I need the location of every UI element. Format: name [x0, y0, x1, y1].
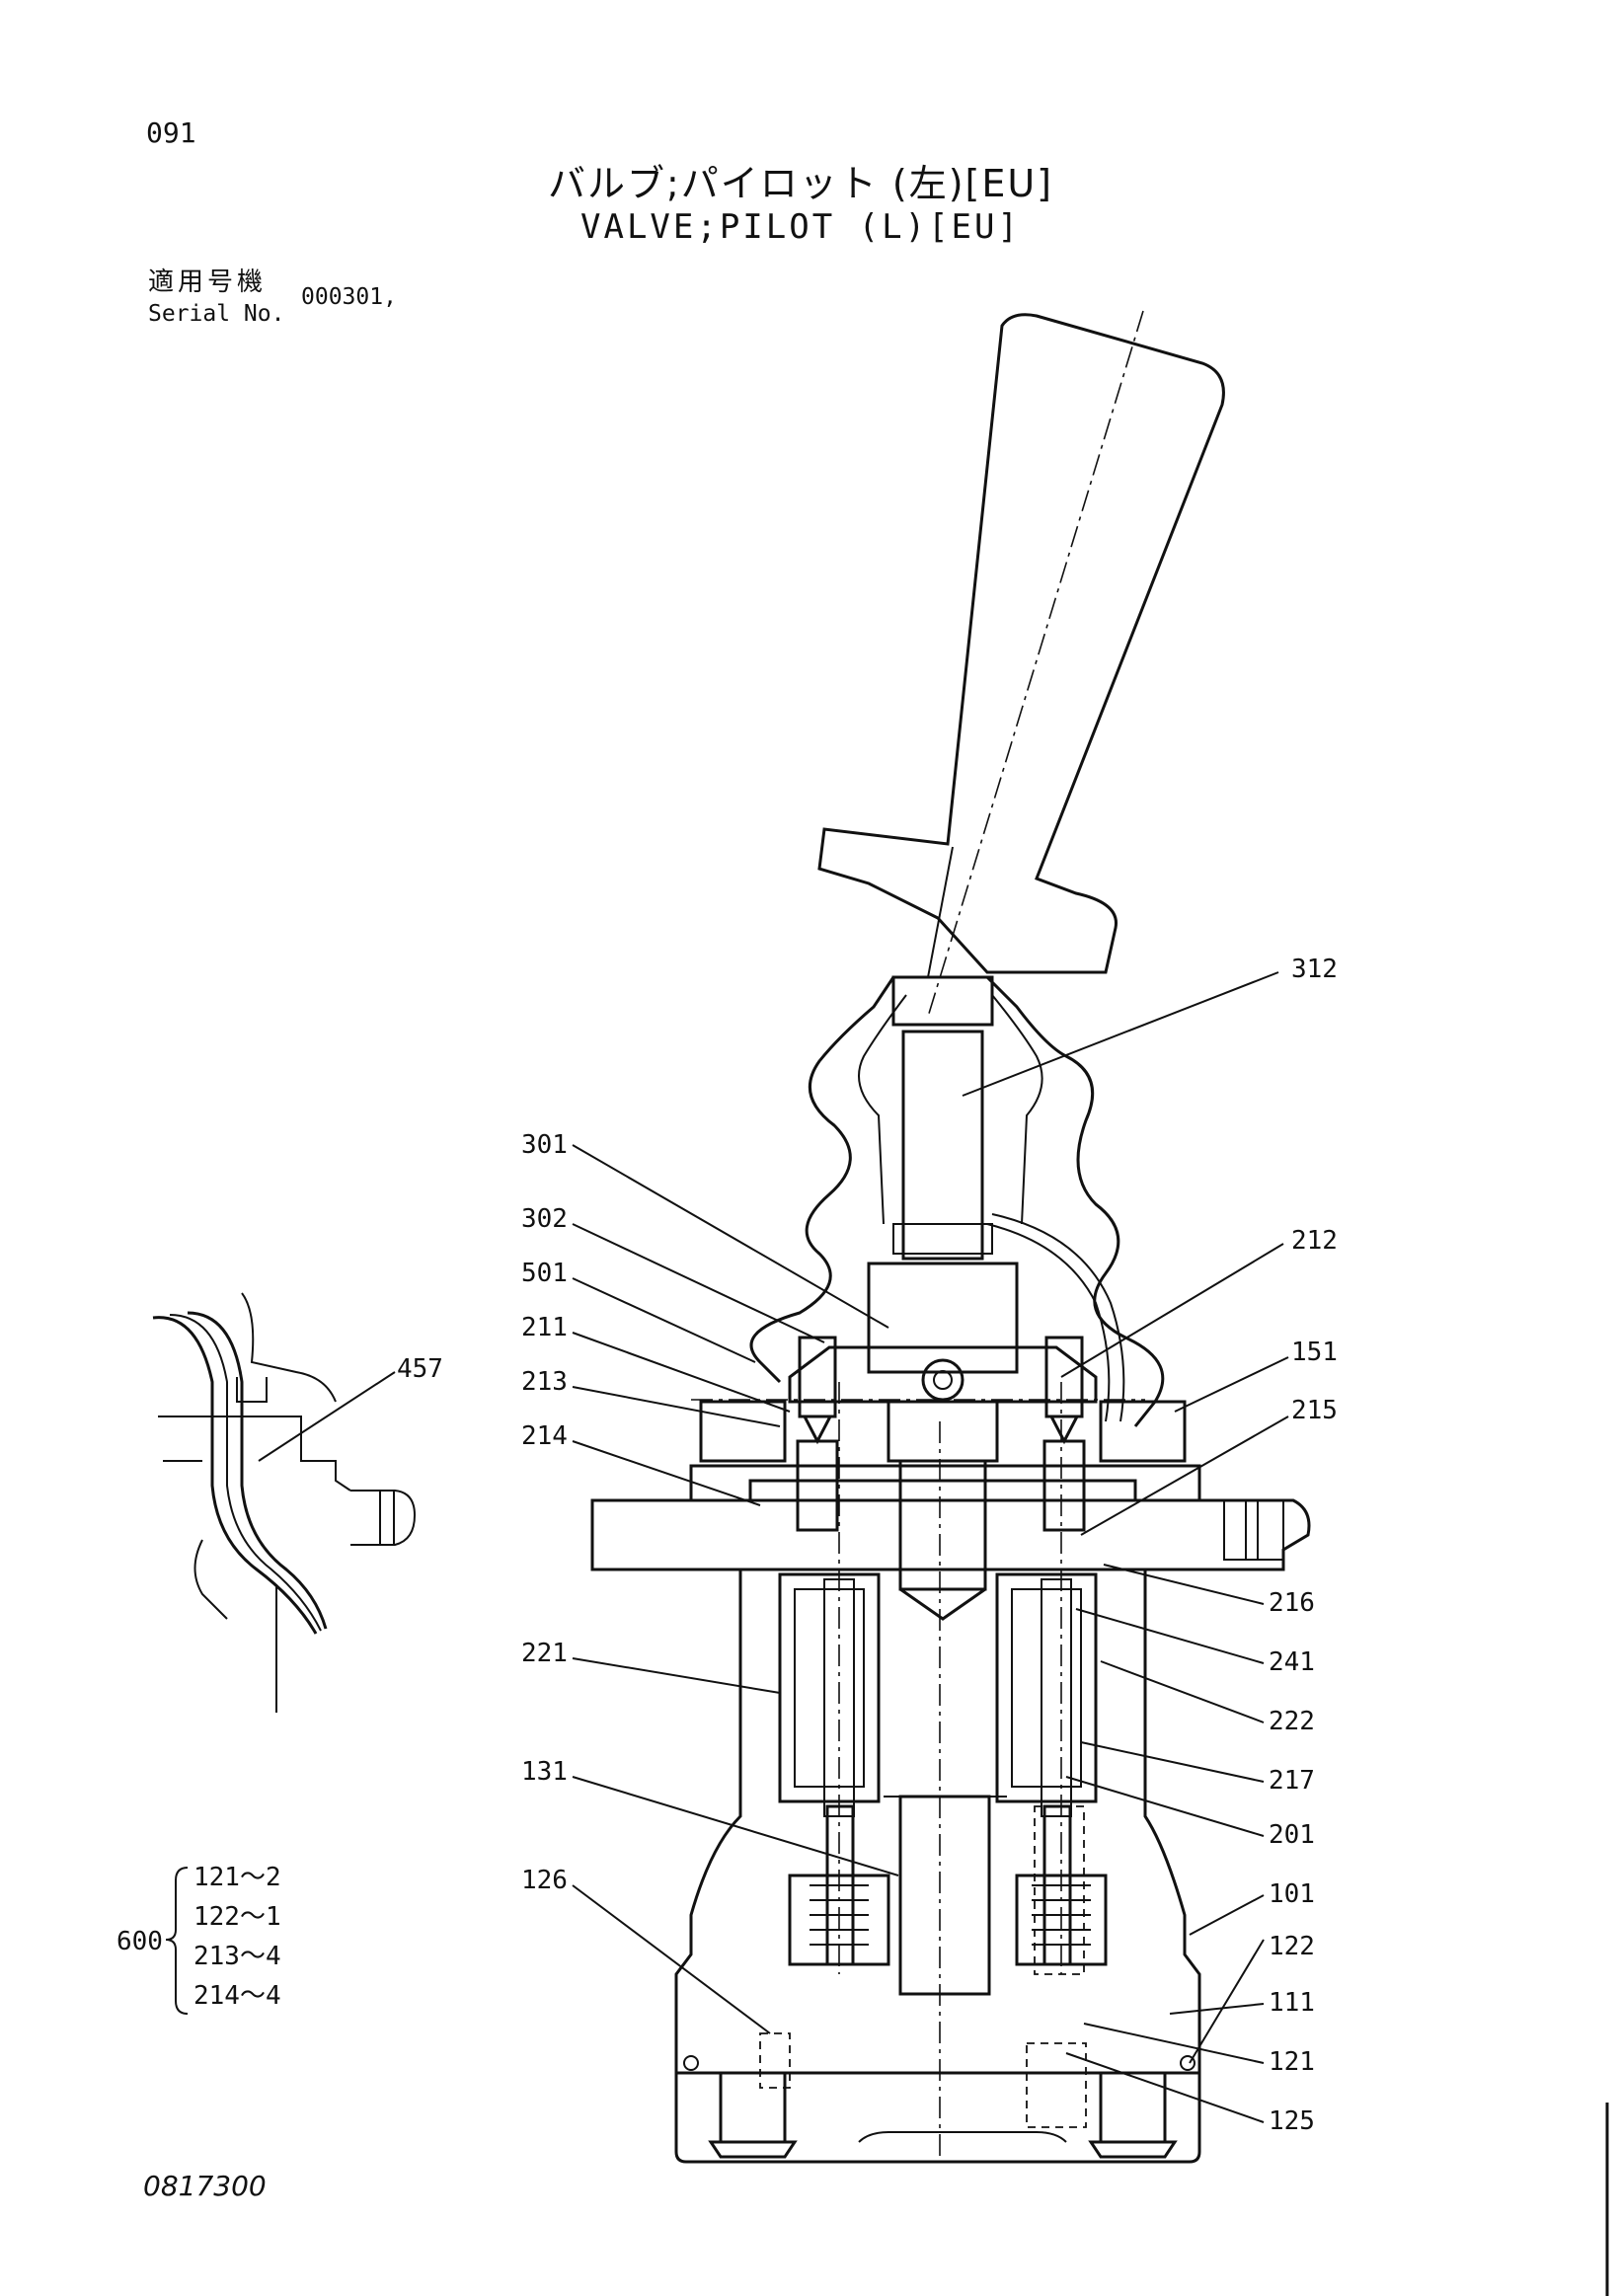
kit-item: 121～2	[193, 1863, 281, 1892]
callout-125: 125	[1269, 2106, 1315, 2136]
casing-top	[590, 1400, 1311, 1571]
kit-item: 122～1	[193, 1902, 281, 1932]
title-japanese: バルブ;パイロット (左)[EU]	[548, 162, 1054, 205]
callout-302: 302	[521, 1204, 568, 1234]
casing-body	[674, 1382, 1201, 2162]
serial-label-english: Serial No.	[148, 301, 285, 327]
callout-labels: 312 301 302 501 212 211 151 213 215 214 …	[397, 955, 1338, 2136]
leader-lines	[165, 971, 1289, 2123]
callout-122: 122	[1269, 1932, 1315, 1961]
document-code: 0817300	[143, 2170, 267, 2202]
callout-217: 217	[1269, 1766, 1315, 1796]
kit-item: 213～4	[193, 1942, 281, 1971]
callout-457: 457	[397, 1354, 443, 1384]
page-number: 091	[146, 116, 196, 149]
kit-number: 600	[116, 1927, 163, 1956]
callout-101: 101	[1269, 1879, 1315, 1909]
callout-126: 126	[521, 1866, 568, 1895]
lever-grip	[817, 310, 1225, 1018]
title-english: VALVE;PILOT (L)[EU]	[580, 207, 1021, 247]
detail-view-457	[152, 1292, 417, 1713]
callout-211: 211	[521, 1313, 568, 1342]
callout-111: 111	[1269, 1988, 1315, 2018]
callout-216: 216	[1269, 1588, 1315, 1618]
callout-213: 213	[521, 1367, 568, 1397]
callout-201: 201	[1269, 1820, 1315, 1850]
callout-222: 222	[1269, 1707, 1315, 1736]
callout-221: 221	[521, 1639, 568, 1668]
callout-214: 214	[521, 1421, 568, 1451]
callout-501: 501	[521, 1259, 568, 1288]
serial-label-japanese: 適用号機	[148, 268, 268, 297]
callout-301: 301	[521, 1130, 568, 1160]
callout-312: 312	[1291, 955, 1338, 984]
callout-151: 151	[1291, 1338, 1338, 1367]
callout-121: 121	[1269, 2047, 1315, 2077]
callout-212: 212	[1291, 1226, 1338, 1256]
serial-number-value: 000301,	[301, 284, 397, 310]
callout-131: 131	[521, 1757, 568, 1787]
base-plate	[674, 2032, 1201, 2164]
kit-item: 214～4	[193, 1981, 281, 2011]
kit-600-list: 600 121～2 122～1 213～4 214～4	[116, 1863, 281, 2011]
upper-shaft	[867, 975, 1125, 1621]
callout-241: 241	[1269, 1647, 1315, 1677]
plate-and-push-rods	[691, 1336, 1145, 1532]
callout-215: 215	[1291, 1396, 1338, 1425]
